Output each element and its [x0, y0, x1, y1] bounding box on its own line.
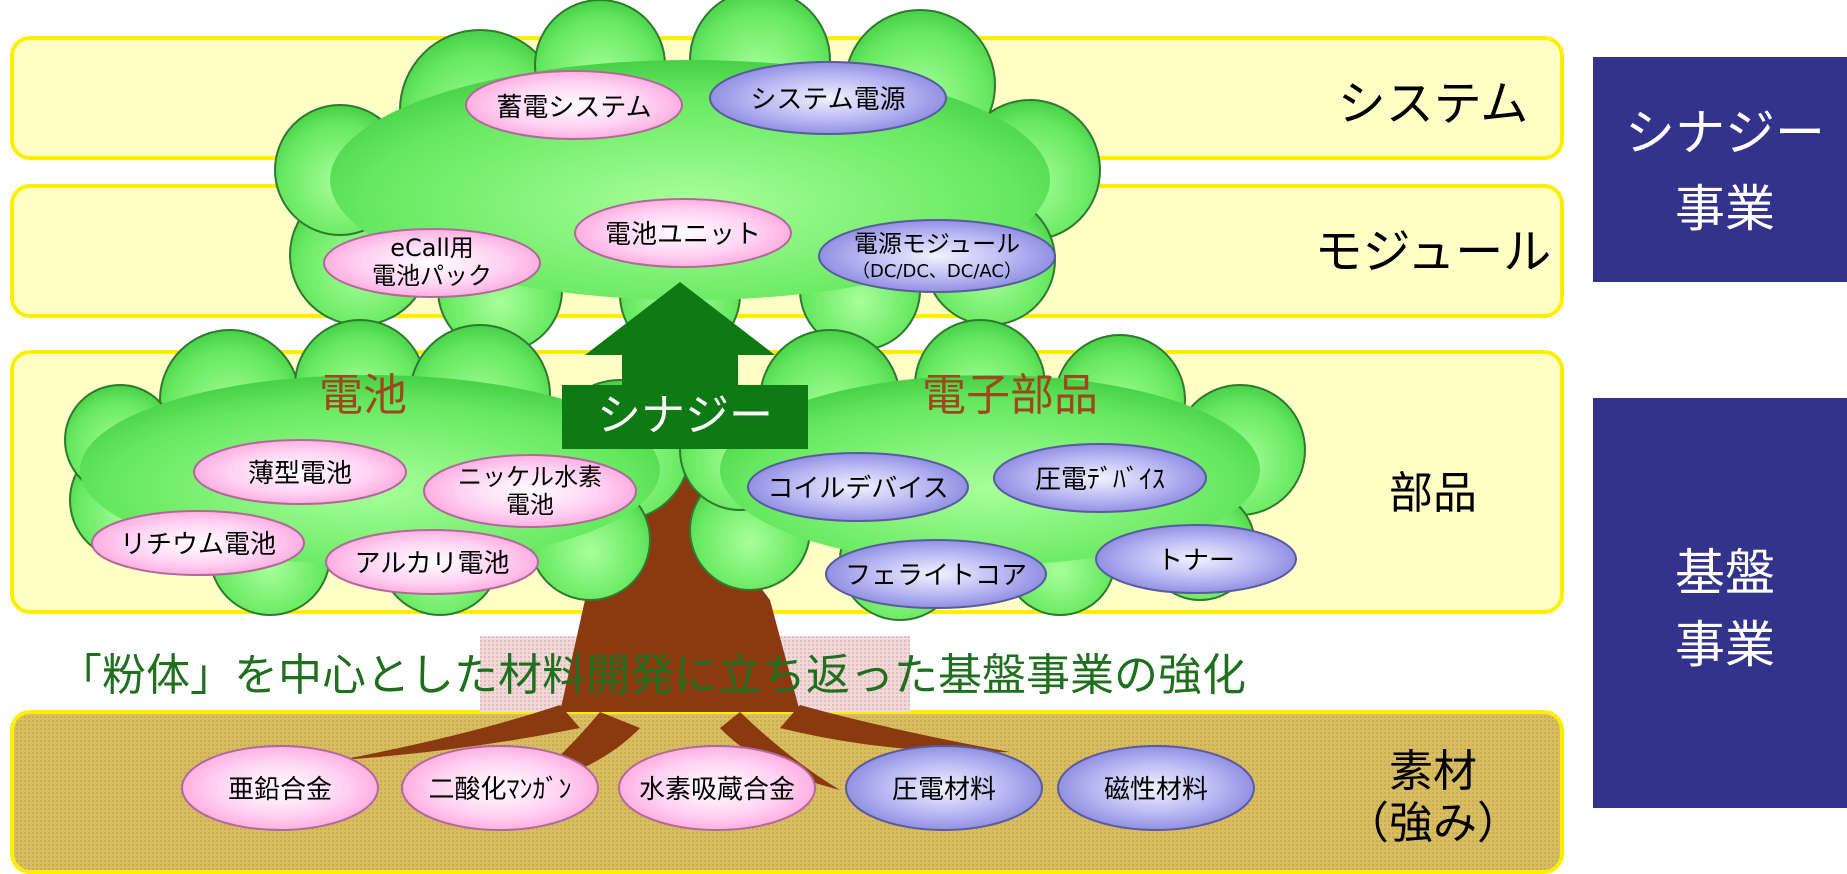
node-battery-unit	[574, 198, 792, 268]
node-ferrite-core	[825, 539, 1047, 609]
node-zinc-alloy-label: 亜鉛合金	[228, 775, 332, 805]
node-nimh-battery-label-1: ニッケル水素	[458, 463, 602, 491]
node-thin-battery	[193, 439, 407, 505]
headline: 「粉体」を中心とした材料開発に立ち返った基盤事業の強化	[58, 650, 1246, 701]
node-battery-unit-label: 電池ユニット	[605, 220, 761, 250]
battery-cluster-title: 電池	[319, 370, 407, 421]
side-synergy-line2: 事業	[1675, 180, 1775, 238]
electronics-cluster-title: 電子部品	[922, 370, 1098, 421]
node-toner-label: トナー	[1157, 546, 1235, 576]
node-thin-battery-label: 薄型電池	[248, 459, 352, 489]
band-label-material-sub: （強み）	[1345, 798, 1521, 849]
node-toner	[1095, 524, 1297, 594]
node-piezo-material-label: 圧電材料	[892, 775, 996, 805]
node-ecall-pack	[323, 228, 541, 298]
synergy-arrow-label: シナジー	[597, 390, 773, 441]
node-nimh-battery-label-2: 電池	[506, 491, 554, 519]
side-synergy-line1: シナジー	[1625, 104, 1825, 162]
node-piezo-device-label: 圧電ﾃﾞﾊﾞｲｽ	[1035, 465, 1165, 495]
node-manganese-label: 二酸化ﾏﾝｶﾞﾝ	[428, 775, 571, 805]
synergy-business-box	[1593, 57, 1847, 282]
node-lithium-battery-label: リチウム電池	[120, 530, 276, 560]
node-ecall-pack-label-2: 電池パック	[372, 262, 492, 290]
node-hydrogen-alloy-label: 水素吸蔵合金	[639, 775, 795, 805]
node-coil-device	[747, 452, 969, 522]
band-label-system: システム	[1338, 76, 1529, 132]
synergy-arrow	[562, 282, 808, 449]
node-ferrite-core-label: フェライトコア	[845, 561, 1027, 591]
node-power-module	[818, 219, 1056, 293]
side-base-line2: 事業	[1675, 616, 1775, 674]
base-business-box	[1593, 398, 1847, 808]
node-alkaline-battery-label: アルカリ電池	[355, 549, 510, 579]
node-power-module-label-2: （DC/DC、DC/AC）	[852, 261, 1022, 282]
node-storage-system	[465, 70, 683, 140]
node-nimh-battery	[423, 454, 637, 528]
node-alkaline-battery	[325, 529, 539, 595]
node-magnetic-material-label: 磁性材料	[1104, 775, 1208, 805]
node-zinc-alloy	[181, 745, 379, 831]
node-storage-system-label: 蓄電システム	[496, 93, 651, 123]
node-hydrogen-alloy	[618, 745, 816, 831]
side-base-line1: 基盤	[1675, 544, 1775, 602]
band-label-module: モジュール	[1315, 224, 1552, 280]
node-manganese	[401, 745, 599, 831]
band-label-material: 素材	[1389, 746, 1477, 797]
node-coil-device-label: コイルデバイス	[767, 474, 948, 504]
node-piezo-material	[845, 745, 1043, 831]
band-label-parts: 部品	[1389, 468, 1477, 519]
node-system-power-label: システム電源	[750, 85, 905, 115]
node-lithium-battery	[91, 510, 305, 576]
node-power-module-label-1: 電源モジュール	[854, 230, 1020, 258]
node-system-power	[709, 61, 947, 135]
node-magnetic-material	[1057, 745, 1255, 831]
node-piezo-device	[993, 443, 1207, 513]
node-ecall-pack-label-1: eCall用	[390, 234, 474, 262]
